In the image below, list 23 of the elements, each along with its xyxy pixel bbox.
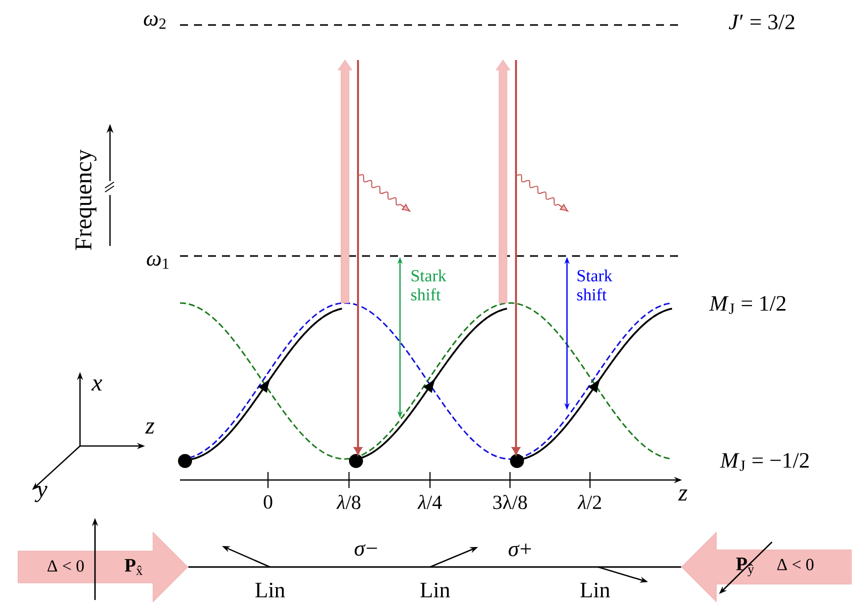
axis-label: Frequency	[76, 149, 96, 250]
tick-label: 0	[264, 495, 272, 509]
stark-shift-label: Stark shift	[577, 270, 612, 300]
axis-label: y	[34, 486, 48, 502]
polarization-label: Lin	[580, 582, 610, 598]
polarization-label: σ−	[354, 544, 377, 556]
axis-label: z	[678, 489, 688, 500]
tick-label: λ/4	[417, 494, 442, 510]
axis-label: x	[91, 379, 102, 390]
tick-label: 3λ/8	[493, 494, 527, 510]
state-label: M$_{J}$ = −1/2	[720, 453, 809, 471]
level-label: J′ = 3/2	[728, 14, 794, 30]
level-label: ω$_{2}$	[144, 15, 166, 29]
polarization-label: σ+	[508, 544, 531, 556]
polarization-label: Lin	[255, 582, 285, 598]
stark-shift-label: Stark shift	[411, 270, 446, 300]
polarization-label: Lin	[420, 582, 450, 598]
tick-label: λ/8	[336, 494, 360, 510]
beam-line	[188, 566, 682, 568]
level-label: ω$_{1}$	[146, 255, 168, 269]
axis-label: z	[145, 422, 154, 434]
tick-label: λ/2	[577, 494, 601, 510]
state-label: M$_{J}$ = 1/2	[709, 296, 786, 314]
